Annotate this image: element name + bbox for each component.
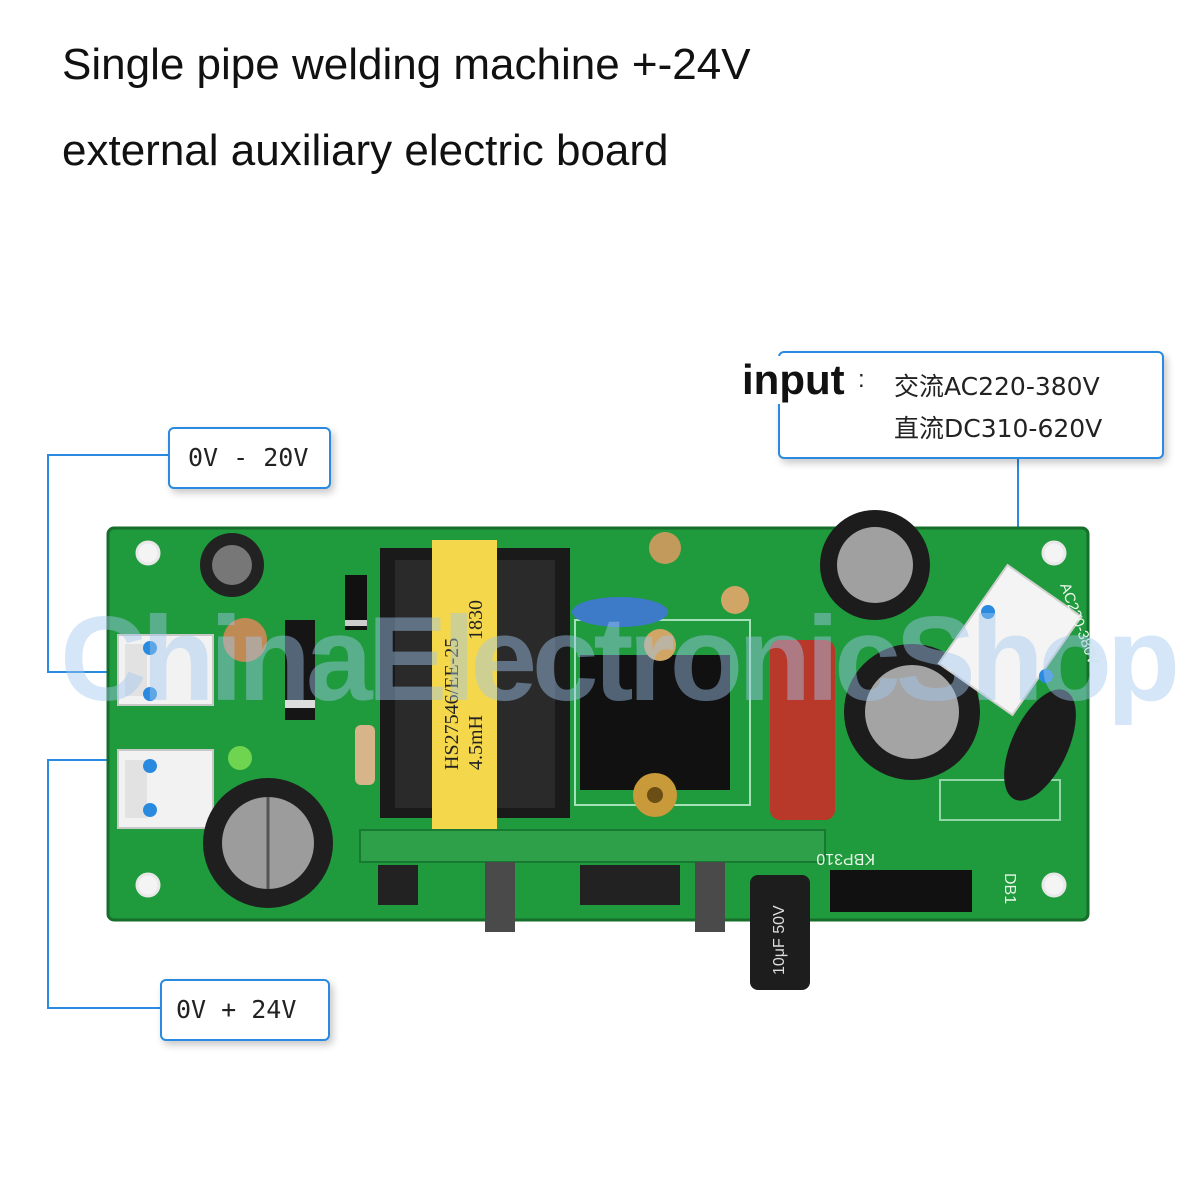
film-capacitor [770, 640, 835, 820]
bridge-rectifier: KBP310 DB1 [816, 850, 1018, 912]
diodes-resistors [223, 532, 749, 785]
header-board [359, 829, 826, 932]
watermark: ChinaElectronicShop [60, 592, 1180, 726]
small-capacitor-label: 10μF 50V [771, 905, 788, 975]
db1-label: DB1 [1001, 873, 1018, 904]
output-voltage-bottom-text: 0V + 24V [176, 995, 297, 1024]
output-voltage-callout-bottom: 0V + 24V [160, 979, 330, 1041]
heading-line-1: Single pipe welding machine +-24V [62, 40, 751, 89]
rectifier-label: KBP310 [816, 850, 875, 867]
output-voltage-top-text: 0V - 20V [188, 443, 309, 472]
input-dc-text: 直流DC310-620V [894, 414, 1103, 443]
transformer-date: 1830 [465, 600, 487, 640]
output-voltage-callout-top: 0V - 20V [168, 427, 331, 489]
capacitors: 10μF 50V [200, 510, 980, 990]
heading-line-2: external auxiliary electric board [62, 126, 669, 175]
power-transistor [580, 655, 730, 817]
output-connectors [117, 634, 214, 829]
y-capacitor [572, 597, 668, 627]
transformer-inductance: 4.5mH [465, 715, 487, 770]
input-ac-text: 交流AC220-380V [894, 372, 1100, 401]
transformer-label: HS27546/EE-25 [441, 638, 463, 770]
transformer: HS27546/EE-25 4.5mH 1830 [380, 540, 570, 830]
input-label: input [742, 356, 849, 404]
input-colon: : [858, 366, 865, 394]
connection-dots [143, 605, 1053, 817]
